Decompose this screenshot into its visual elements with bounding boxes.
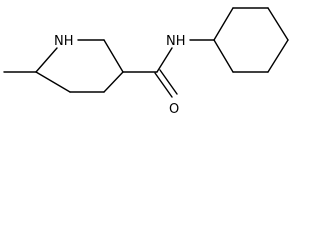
bond-cy1-cy2 [213,7,234,41]
piperidine-ring [35,39,124,93]
bond-cy3-cy4 [267,7,289,41]
ring-nitrogen-label: NH [54,34,74,49]
carboxamide-group [122,39,215,98]
carbonyl-oxygen-label: O [169,102,179,116]
cyclohexane-ring [213,7,289,73]
bond-c2-c3 [35,71,71,93]
chemical-structure-diagram: NH NH O [3,7,289,116]
bond-cy6-cy1 [213,39,234,73]
amide-nitrogen-label: NH [166,34,186,49]
bond-n1-c2 [35,47,58,73]
bond-carbonyl-c-amide-n [156,47,173,73]
bond-carbonyl-double-1 [154,72,173,98]
bond-cy4-cy5 [267,39,289,73]
bond-carbonyl-double-2 [159,69,178,95]
bond-c5-c6 [103,39,124,73]
bond-c4-c5 [103,71,124,93]
